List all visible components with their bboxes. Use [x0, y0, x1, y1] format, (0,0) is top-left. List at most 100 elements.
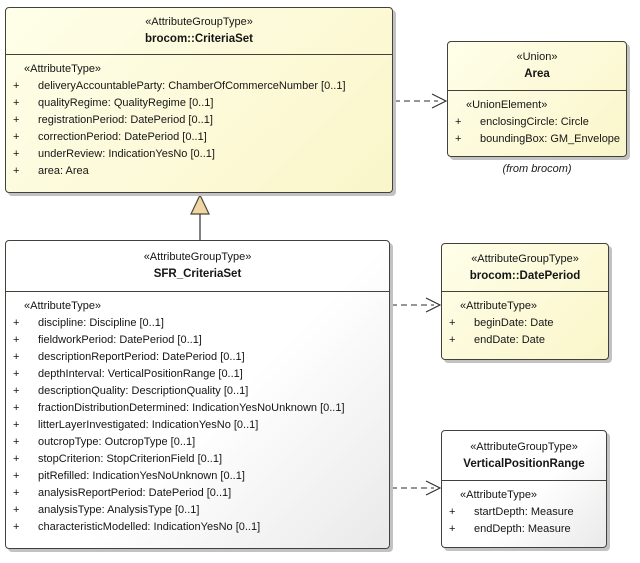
- attribute-text: endDepth: Measure: [474, 523, 571, 535]
- visibility-marker: +: [13, 521, 20, 533]
- class-header: «AttributeGroupType» SFR_CriteriaSet: [6, 241, 389, 292]
- class-header: «AttributeGroupType» VerticalPositionRan…: [442, 431, 606, 481]
- attribute-row: + discipline: Discipline [0..1]: [6, 315, 387, 332]
- class-attributes-compartment: «AttributeType» + discipline: Discipline…: [6, 292, 389, 538]
- attribute-text: discipline: Discipline [0..1]: [38, 317, 164, 329]
- visibility-marker: +: [13, 470, 20, 482]
- class-name: VerticalPositionRange: [463, 457, 585, 470]
- attribute-text: deliveryAccountableParty: ChamberOfComme…: [38, 80, 346, 92]
- visibility-marker: +: [13, 317, 20, 329]
- visibility-marker: +: [13, 453, 20, 465]
- visibility-marker: +: [449, 334, 456, 346]
- attribute-row: + endDate: Date: [442, 332, 606, 349]
- attribute-text: endDate: Date: [474, 334, 545, 346]
- attribute-text: beginDate: Date: [474, 317, 554, 329]
- visibility-marker: +: [13, 131, 20, 143]
- attribute-text: analysisType: AnalysisType [0..1]: [38, 504, 200, 516]
- attribute-text: characteristicModelled: IndicationYesNo …: [38, 521, 261, 533]
- class-box-sfr-criteriaset[interactable]: «AttributeGroupType» SFR_CriteriaSet «At…: [5, 240, 390, 549]
- attribute-text: qualityRegime: QualityRegime [0..1]: [38, 97, 214, 109]
- attribute-text: fractionDistributionDetermined: Indicati…: [38, 402, 345, 414]
- class-header: «Union» Area: [448, 42, 626, 91]
- class-stereotype: «Union»: [516, 51, 558, 63]
- dependency-arrow-verticalpositionrange[interactable]: [391, 480, 442, 496]
- attribute-section-label: «AttributeType»: [24, 63, 102, 75]
- class-header: «AttributeGroupType» brocom::DatePeriod: [442, 244, 608, 292]
- attribute-section-label: «AttributeType»: [460, 300, 538, 312]
- class-box-area[interactable]: «Union» Area «UnionElement» + enclosingC…: [447, 41, 627, 157]
- class-attributes-compartment: «AttributeType» + beginDate: Date + endD…: [442, 292, 608, 351]
- attribute-row: + beginDate: Date: [442, 315, 606, 332]
- class-box-brocom-criteriaset[interactable]: «AttributeGroupType» brocom::CriteriaSet…: [5, 7, 393, 193]
- attribute-text: litterLayerInvestigated: IndicationYesNo…: [38, 419, 259, 431]
- attribute-text: registrationPeriod: DatePeriod [0..1]: [38, 114, 213, 126]
- class-name: brocom::CriteriaSet: [145, 33, 253, 45]
- attribute-row: + correctionPeriod: DatePeriod [0..1]: [6, 129, 390, 146]
- dependency-arrow-dateperiod[interactable]: [391, 297, 442, 313]
- visibility-marker: +: [13, 334, 20, 346]
- visibility-marker: +: [449, 506, 456, 518]
- attribute-section-label: «UnionElement»: [466, 99, 548, 111]
- class-attributes-compartment: «AttributeType» + deliveryAccountablePar…: [6, 55, 392, 182]
- attribute-text: underReview: IndicationYesNo [0..1]: [38, 148, 215, 160]
- attribute-row: + registrationPeriod: DatePeriod [0..1]: [6, 112, 390, 129]
- attribute-text: enclosingCircle: Circle: [480, 116, 589, 128]
- attribute-text: fieldworkPeriod: DatePeriod [0..1]: [38, 334, 202, 346]
- attribute-row: + deliveryAccountableParty: ChamberOfCom…: [6, 78, 390, 95]
- class-stereotype: «AttributeGroupType»: [470, 440, 578, 453]
- visibility-marker: +: [13, 165, 20, 177]
- visibility-marker: +: [13, 419, 20, 431]
- visibility-marker: +: [13, 114, 20, 126]
- attribute-row: + underReview: IndicationYesNo [0..1]: [6, 146, 390, 163]
- from-package-note: (from brocom): [502, 163, 572, 175]
- attribute-text: correctionPeriod: DatePeriod [0..1]: [38, 131, 207, 143]
- attribute-text: outcropType: OutcropType [0..1]: [38, 436, 196, 448]
- class-name: SFR_CriteriaSet: [153, 268, 242, 280]
- attribute-section-label: «AttributeType»: [24, 300, 102, 312]
- class-stereotype: «AttributeGroupType»: [145, 16, 253, 28]
- class-header: «AttributeGroupType» brocom::CriteriaSet: [6, 8, 392, 55]
- dependency-arrow-area[interactable]: [394, 93, 448, 109]
- attribute-row: + enclosingCircle: Circle: [448, 114, 624, 131]
- attribute-text: stopCriterion: StopCriterionField [0..1]: [38, 453, 223, 465]
- attribute-row: + fieldworkPeriod: DatePeriod [0..1]: [6, 332, 387, 349]
- visibility-marker: +: [13, 80, 20, 92]
- visibility-marker: +: [13, 487, 20, 499]
- class-name: brocom::DatePeriod: [469, 269, 581, 282]
- generalization-arrow[interactable]: [190, 193, 210, 240]
- attribute-row: + analysisReportPeriod: DatePeriod [0..1…: [6, 485, 387, 502]
- attribute-row: + stopCriterion: StopCriterionField [0..…: [6, 451, 387, 468]
- attribute-row: + fractionDistributionDetermined: Indica…: [6, 400, 387, 417]
- class-name: Area: [524, 68, 550, 80]
- class-box-brocom-dateperiod[interactable]: «AttributeGroupType» brocom::DatePeriod …: [441, 243, 609, 360]
- attribute-row: + boundingBox: GM_Envelope: [448, 131, 624, 148]
- class-attributes-compartment: «UnionElement» + enclosingCircle: Circle…: [448, 91, 626, 150]
- attribute-row: + depthInterval: VerticalPositionRange […: [6, 366, 387, 383]
- visibility-marker: +: [13, 148, 20, 160]
- attribute-row: + outcropType: OutcropType [0..1]: [6, 434, 387, 451]
- attribute-row: + endDepth: Measure: [442, 521, 604, 538]
- attribute-text: startDepth: Measure: [474, 506, 574, 518]
- attribute-text: analysisReportPeriod: DatePeriod [0..1]: [38, 487, 232, 499]
- attribute-text: pitRefilled: IndicationYesNoUnknown [0..…: [38, 470, 245, 482]
- attribute-text: area: Area: [38, 165, 89, 177]
- attribute-row: + descriptionQuality: DescriptionQuality…: [6, 383, 387, 400]
- attribute-row: + analysisType: AnalysisType [0..1]: [6, 502, 387, 519]
- attribute-row: + area: Area: [6, 163, 390, 180]
- attribute-text: descriptionQuality: DescriptionQuality […: [38, 385, 249, 397]
- class-box-verticalpositionrange[interactable]: «AttributeGroupType» VerticalPositionRan…: [441, 430, 607, 548]
- visibility-marker: +: [449, 317, 456, 329]
- attribute-row: + litterLayerInvestigated: IndicationYes…: [6, 417, 387, 434]
- class-stereotype: «AttributeGroupType»: [143, 251, 252, 263]
- attribute-text: boundingBox: GM_Envelope: [480, 133, 621, 145]
- attribute-row: + qualityRegime: QualityRegime [0..1]: [6, 95, 390, 112]
- visibility-marker: +: [13, 97, 20, 109]
- attribute-section-label: «AttributeType»: [460, 489, 538, 501]
- attribute-row: + descriptionReportPeriod: DatePeriod [0…: [6, 349, 387, 366]
- attribute-text: depthInterval: VerticalPositionRange [0.…: [38, 368, 243, 380]
- visibility-marker: +: [13, 351, 20, 363]
- class-stereotype: «AttributeGroupType»: [471, 252, 579, 265]
- visibility-marker: +: [13, 402, 20, 414]
- visibility-marker: +: [13, 436, 20, 448]
